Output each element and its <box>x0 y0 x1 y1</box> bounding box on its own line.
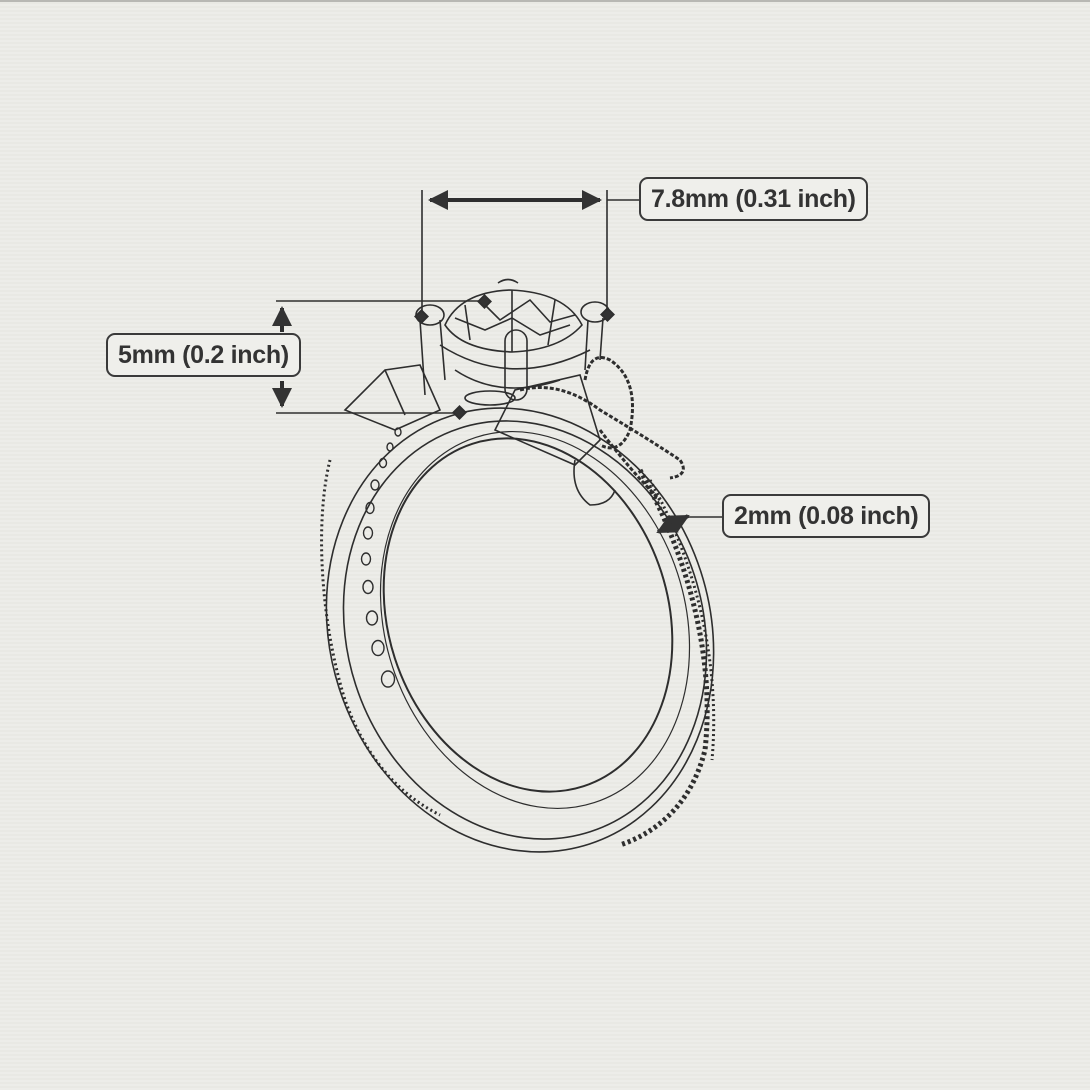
dimension-lines <box>272 190 722 534</box>
setting-height-label: 5mm (0.2 inch) <box>106 333 301 377</box>
milgrain-left <box>320 459 441 817</box>
band-outer <box>325 407 715 853</box>
band-width-label: 2mm (0.08 inch) <box>722 494 931 538</box>
right-shoulder <box>493 374 616 506</box>
bow-loops <box>519 356 685 502</box>
stone-width-label: 7.8mm (0.31 inch) <box>639 177 868 221</box>
top-border <box>0 0 1090 2</box>
band-width-arrow <box>656 514 690 534</box>
diamond-markers <box>414 294 615 420</box>
milgrain-right <box>619 468 716 848</box>
gallery <box>439 344 591 406</box>
left-shoulder <box>343 364 442 431</box>
center-stone <box>444 278 583 353</box>
pave-stones <box>360 427 402 688</box>
